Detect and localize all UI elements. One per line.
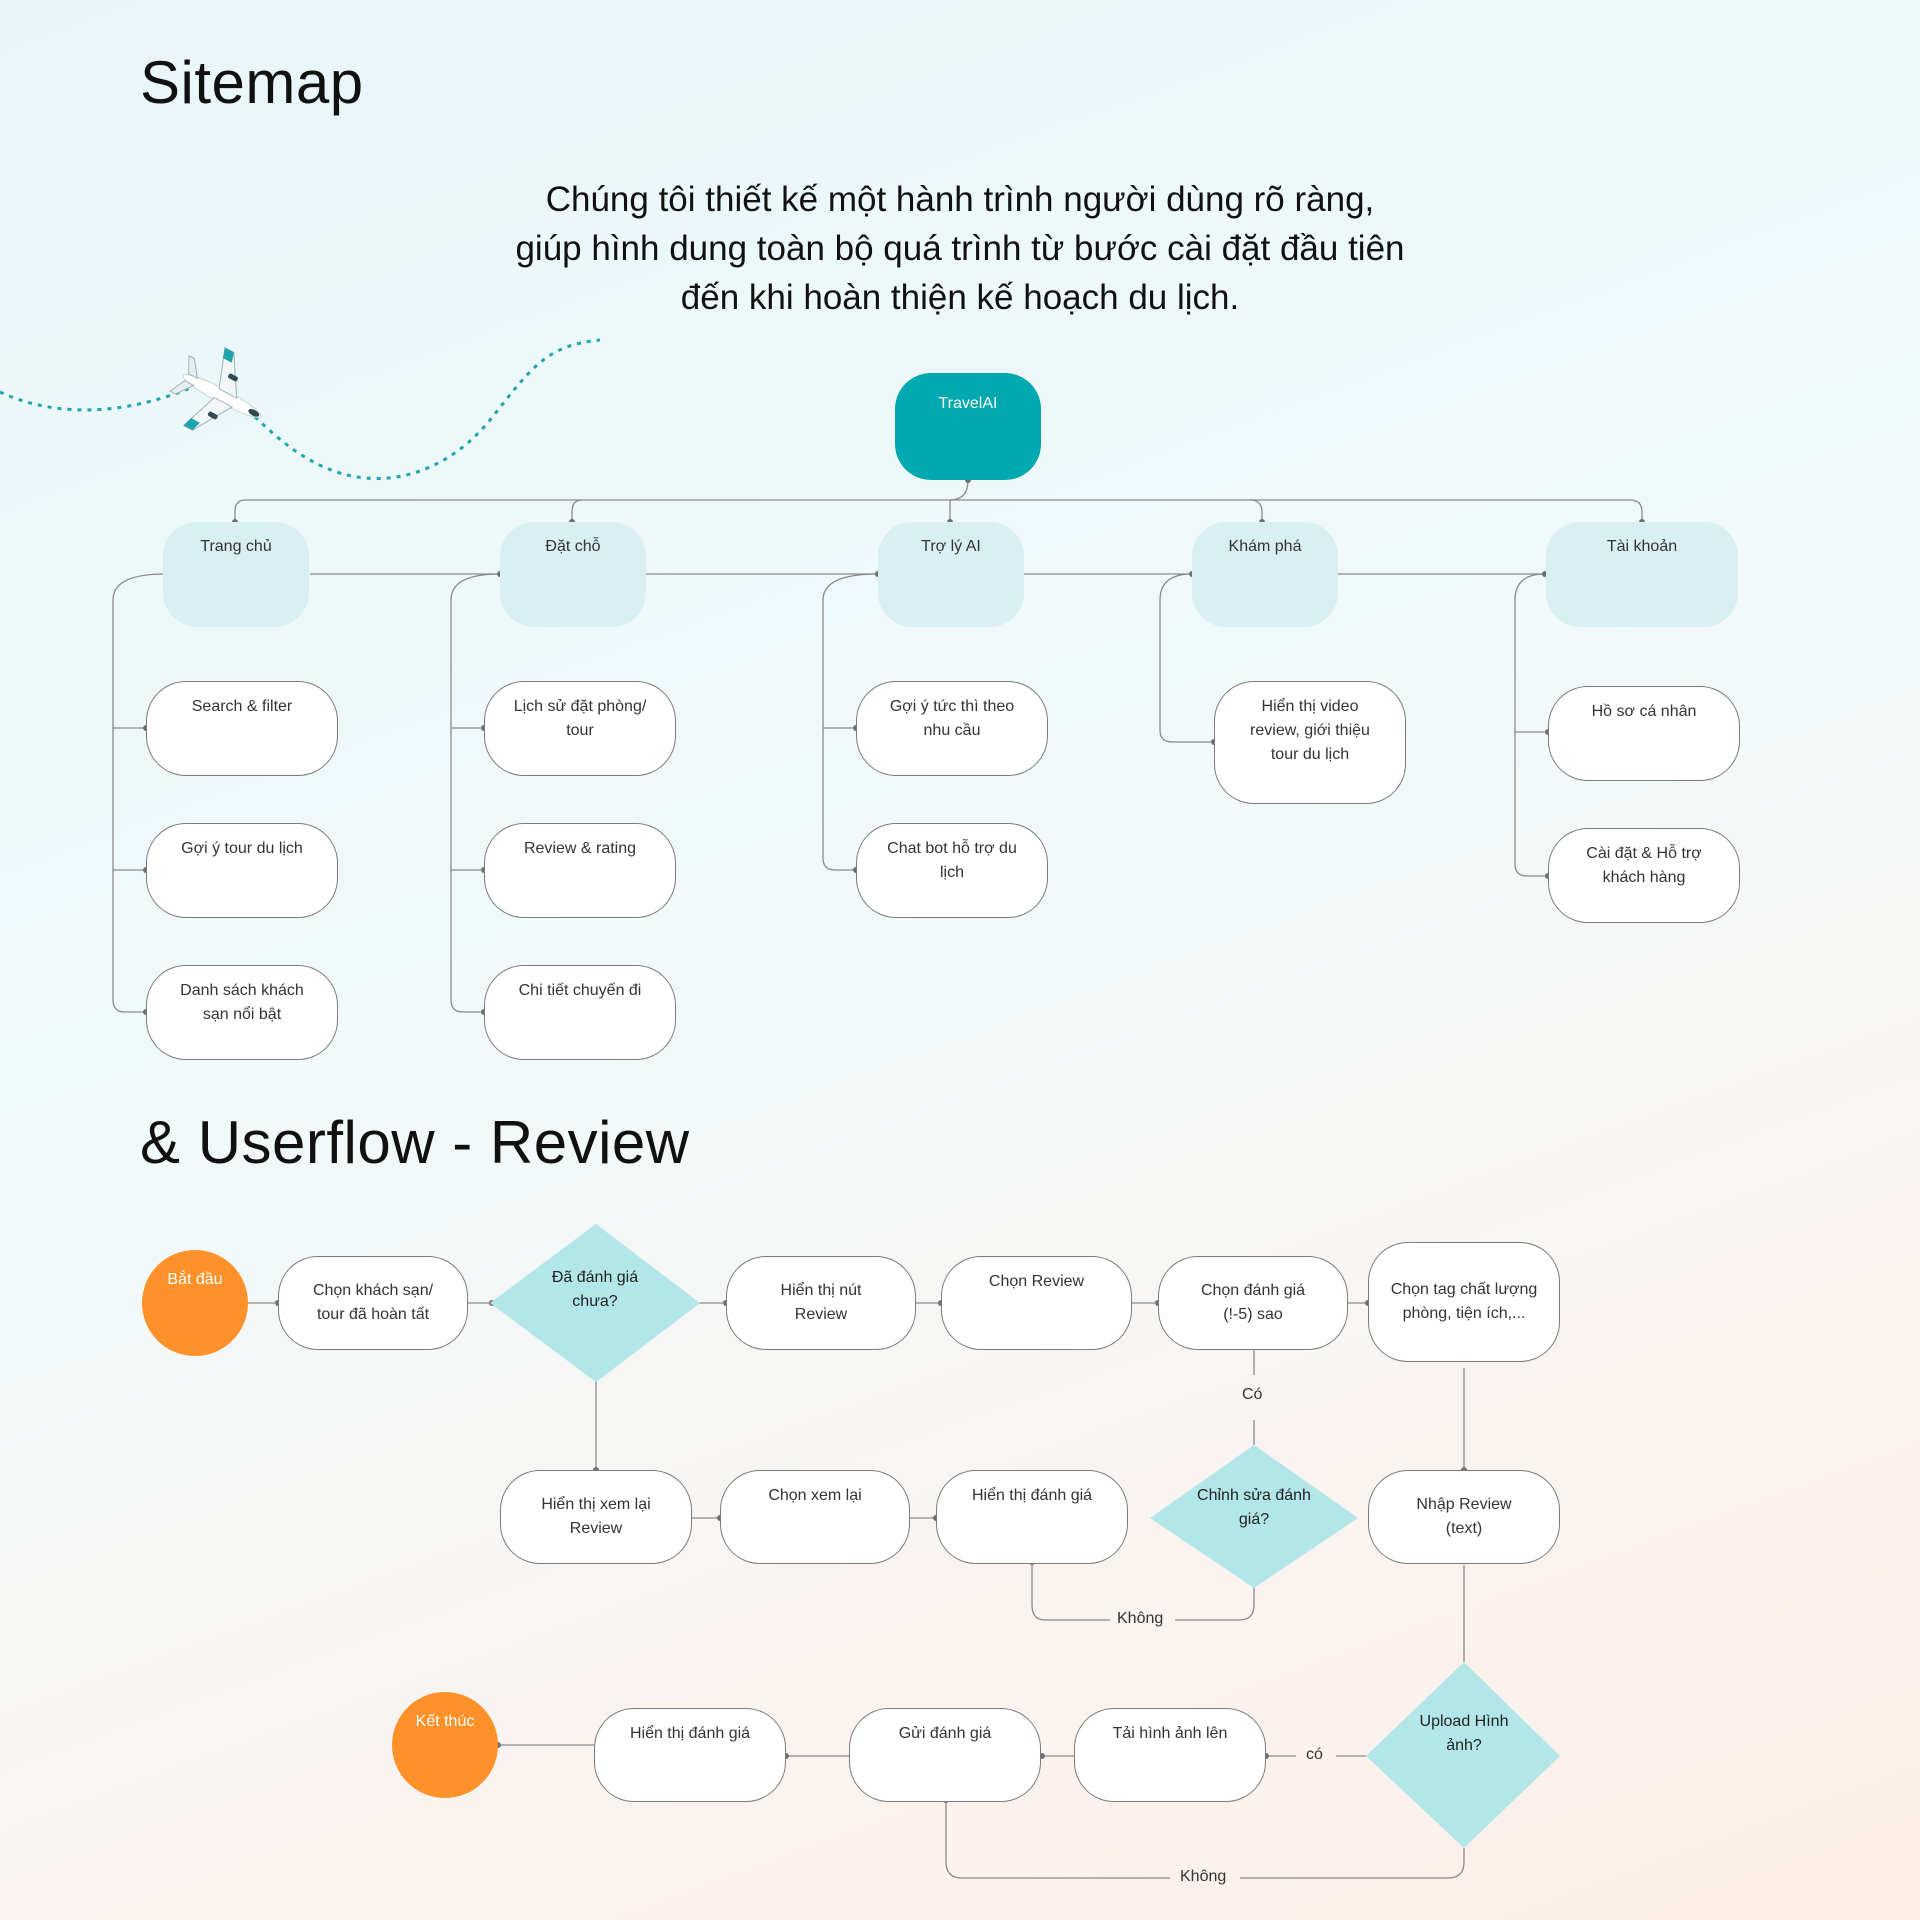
edge-label-no-upload: Không <box>1180 1868 1227 1885</box>
intro-line-3: đến khi hoàn thiện kế hoạch du lịch. <box>680 278 1240 317</box>
intro-text: Chúng tôi thiết kế một hành trình người … <box>410 175 1510 322</box>
sitemap-title: Sitemap <box>140 49 364 116</box>
flight-path <box>0 338 601 481</box>
sitemap-leaf-settings-support[interactable]: Cài đặt & Hỗ trợ khách hàng <box>1548 828 1740 923</box>
category-kham-pha[interactable]: Khám phá <box>1192 522 1338 627</box>
flow-step-choose-rating[interactable]: Chọn đánh giá (!-5) sao <box>1158 1256 1348 1350</box>
sitemap-leaf-review-rating[interactable]: Review & rating <box>484 823 676 918</box>
intro-line-1: Chúng tôi thiết kế một hành trình người … <box>545 180 1375 219</box>
flow-step-upload-image[interactable]: Tải hình ảnh lên <box>1074 1708 1266 1802</box>
flow-step-choose-view-again[interactable]: Chọn xem lại <box>720 1470 910 1564</box>
userflow-title: & Userflow - Review <box>140 1109 690 1176</box>
sitemap-leaf-booking-history[interactable]: Lịch sử đặt phòng/ tour <box>484 681 676 776</box>
edge-label-no-edit: Không <box>1117 1610 1164 1627</box>
category-tai-khoan[interactable]: Tài khoản <box>1546 522 1738 627</box>
sitemap-leaf-instant-suggest[interactable]: Gợi ý tức thì theo nhu cầu <box>856 681 1048 776</box>
flow-decision-reviewed-label: Đã đánh giá chưa? <box>551 1269 639 1310</box>
flow-step-choose-tags[interactable]: Chọn tag chất lượng phòng, tiện ích,... <box>1368 1242 1560 1362</box>
category-trang-chu[interactable]: Trang chủ <box>163 522 309 627</box>
sitemap-leaf-chatbot[interactable]: Chat bot hỗ trợ du lịch <box>856 823 1048 918</box>
sitemap-leaf-hotel-list[interactable]: Danh sách khách sạn nổi bật <box>146 965 338 1060</box>
decision-diamond-reviewed <box>490 1224 700 1382</box>
flow-step-send-rating[interactable]: Gửi đánh giá <box>849 1708 1041 1802</box>
sitemap-leaf-search-filter[interactable]: Search & filter <box>146 681 338 776</box>
decision-diamond-edit <box>1150 1445 1358 1588</box>
flow-step-enter-review[interactable]: Nhập Review (text) <box>1368 1470 1560 1564</box>
flow-step-show-review-again[interactable]: Hiển thị xem lại Review <box>500 1470 692 1564</box>
sitemap-leaf-tour-suggest[interactable]: Gợi ý tour du lịch <box>146 823 338 918</box>
sitemap-leaf-profile[interactable]: Hồ sơ cá nhân <box>1548 686 1740 781</box>
edge-label-yes-upload: có <box>1306 1746 1323 1763</box>
sitemap-root-node[interactable]: TravelAI <box>895 373 1041 480</box>
category-dat-cho[interactable]: Đặt chỗ <box>500 522 646 627</box>
category-tro-ly-ai[interactable]: Trợ lý AI <box>878 522 1024 627</box>
sitemap-leaf-trip-detail[interactable]: Chi tiết chuyến đi <box>484 965 676 1060</box>
flow-end[interactable]: Kết thúc <box>392 1692 498 1798</box>
flow-step-choose-review[interactable]: Chọn Review <box>941 1256 1132 1350</box>
edge-label-yes-edit: Có <box>1242 1386 1263 1403</box>
flow-decision-edit-label: Chỉnh sửa đánh giá? <box>1197 1487 1311 1528</box>
sitemap-leaf-video-review[interactable]: Hiển thị video review, giới thiệu tour d… <box>1214 681 1406 804</box>
flow-decision-upload-label: Upload Hình ảnh? <box>1419 1713 1509 1754</box>
flow-step-choose-hotel[interactable]: Chọn khách sạn/ tour đã hoàn tất <box>278 1256 468 1350</box>
flow-start[interactable]: Bắt đầu <box>142 1250 248 1356</box>
intro-line-2: giúp hình dung toàn bộ quá trình từ bước… <box>515 229 1405 268</box>
decision-diamond-upload <box>1366 1662 1560 1848</box>
flow-step-show-rating-final[interactable]: Hiển thị đánh giá <box>594 1708 786 1802</box>
airplane-icon <box>169 346 262 431</box>
flow-step-show-rating[interactable]: Hiển thị đánh giá <box>936 1470 1128 1564</box>
flow-step-show-review-button[interactable]: Hiển thị nút Review <box>726 1256 916 1350</box>
